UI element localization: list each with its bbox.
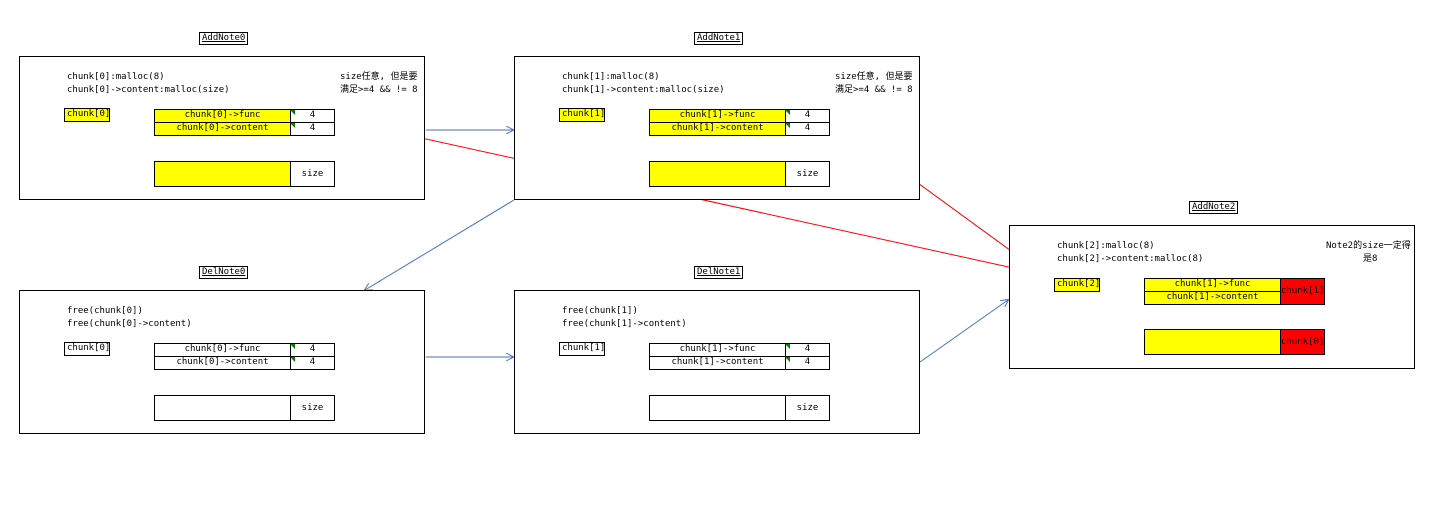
size-cell: size — [785, 395, 830, 421]
chunk-pointer-label: chunk[2] — [1054, 278, 1100, 292]
flow-arrow-del1-add2 — [919, 300, 1008, 363]
note-line: 满足>=4 && != 8 — [340, 85, 418, 95]
func-cell: chunk[0]->func — [154, 109, 291, 123]
size-cell: size — [785, 161, 830, 187]
content-buffer — [649, 161, 786, 187]
value-cell: 4 — [785, 109, 830, 123]
content-cell: chunk[1]->content — [1144, 291, 1281, 305]
func-cell: chunk[1]->func — [649, 343, 786, 357]
code-line: free(chunk[0]) — [67, 306, 143, 316]
chunk-pointer-label: chunk[0] — [64, 108, 110, 122]
value-cell: 4 — [290, 122, 335, 136]
note-line: 满足>=4 && != 8 — [835, 85, 913, 95]
func-cell: chunk[1]->func — [649, 109, 786, 123]
comment-marker — [785, 344, 790, 349]
func-cell: chunk[1]->func — [1144, 278, 1281, 292]
code-line: chunk[1]:malloc(8) — [562, 72, 660, 82]
content-cell: chunk[1]->content — [649, 356, 786, 370]
content-buffer — [154, 395, 291, 421]
panel-title-addnote1: AddNote1 — [694, 32, 744, 45]
code-line: chunk[0]->content:malloc(size) — [67, 85, 230, 95]
note-line: size任意, 但是要 — [340, 72, 418, 82]
content-cell: chunk[0]->content — [154, 356, 291, 370]
value-cell: 4 — [785, 343, 830, 357]
code-line: chunk[2]->content:malloc(8) — [1057, 254, 1204, 264]
code-line: chunk[0]:malloc(8) — [67, 72, 165, 82]
code-line: free(chunk[0]->content) — [67, 319, 192, 329]
chunk-pointer-label: chunk[0] — [64, 342, 110, 356]
func-cell: chunk[0]->func — [154, 343, 291, 357]
value-cell: 4 — [290, 343, 335, 357]
comment-marker — [290, 110, 295, 115]
reused-chunk-cell: chunk[0] — [1280, 329, 1325, 355]
content-buffer — [649, 395, 786, 421]
code-line: chunk[1]->content:malloc(size) — [562, 85, 725, 95]
note-line: size任意, 但是要 — [835, 72, 913, 82]
comment-marker — [290, 123, 295, 128]
content-cell: chunk[0]->content — [154, 122, 291, 136]
content-cell: chunk[1]->content — [649, 122, 786, 136]
comment-marker — [785, 357, 790, 362]
comment-marker — [290, 344, 295, 349]
note-line: 是8 — [1363, 254, 1378, 264]
code-line: free(chunk[1]) — [562, 306, 638, 316]
content-buffer — [1144, 329, 1281, 355]
note-line: Note2的size一定得 — [1326, 241, 1411, 251]
panel-title-delnote1: DelNote1 — [694, 266, 744, 279]
content-buffer — [154, 161, 291, 187]
comment-marker — [785, 110, 790, 115]
chunk-pointer-label: chunk[1] — [559, 342, 605, 356]
comment-marker — [785, 123, 790, 128]
size-cell: size — [290, 161, 335, 187]
panel-title-delnote0: DelNote0 — [199, 266, 249, 279]
flow-arrow-add1-del0 — [365, 199, 515, 290]
panel-title-addnote0: AddNote0 — [199, 32, 249, 45]
value-cell: 4 — [785, 356, 830, 370]
value-cell: 4 — [785, 122, 830, 136]
code-line: chunk[2]:malloc(8) — [1057, 241, 1155, 251]
chunk-pointer-label: chunk[1] — [559, 108, 605, 122]
size-cell: size — [290, 395, 335, 421]
code-line: free(chunk[1]->content) — [562, 319, 687, 329]
reused-chunk-cell: chunk[1] — [1280, 278, 1325, 305]
value-cell: 4 — [290, 109, 335, 123]
value-cell: 4 — [290, 356, 335, 370]
comment-marker — [290, 357, 295, 362]
panel-title-addnote2: AddNote2 — [1189, 201, 1239, 214]
